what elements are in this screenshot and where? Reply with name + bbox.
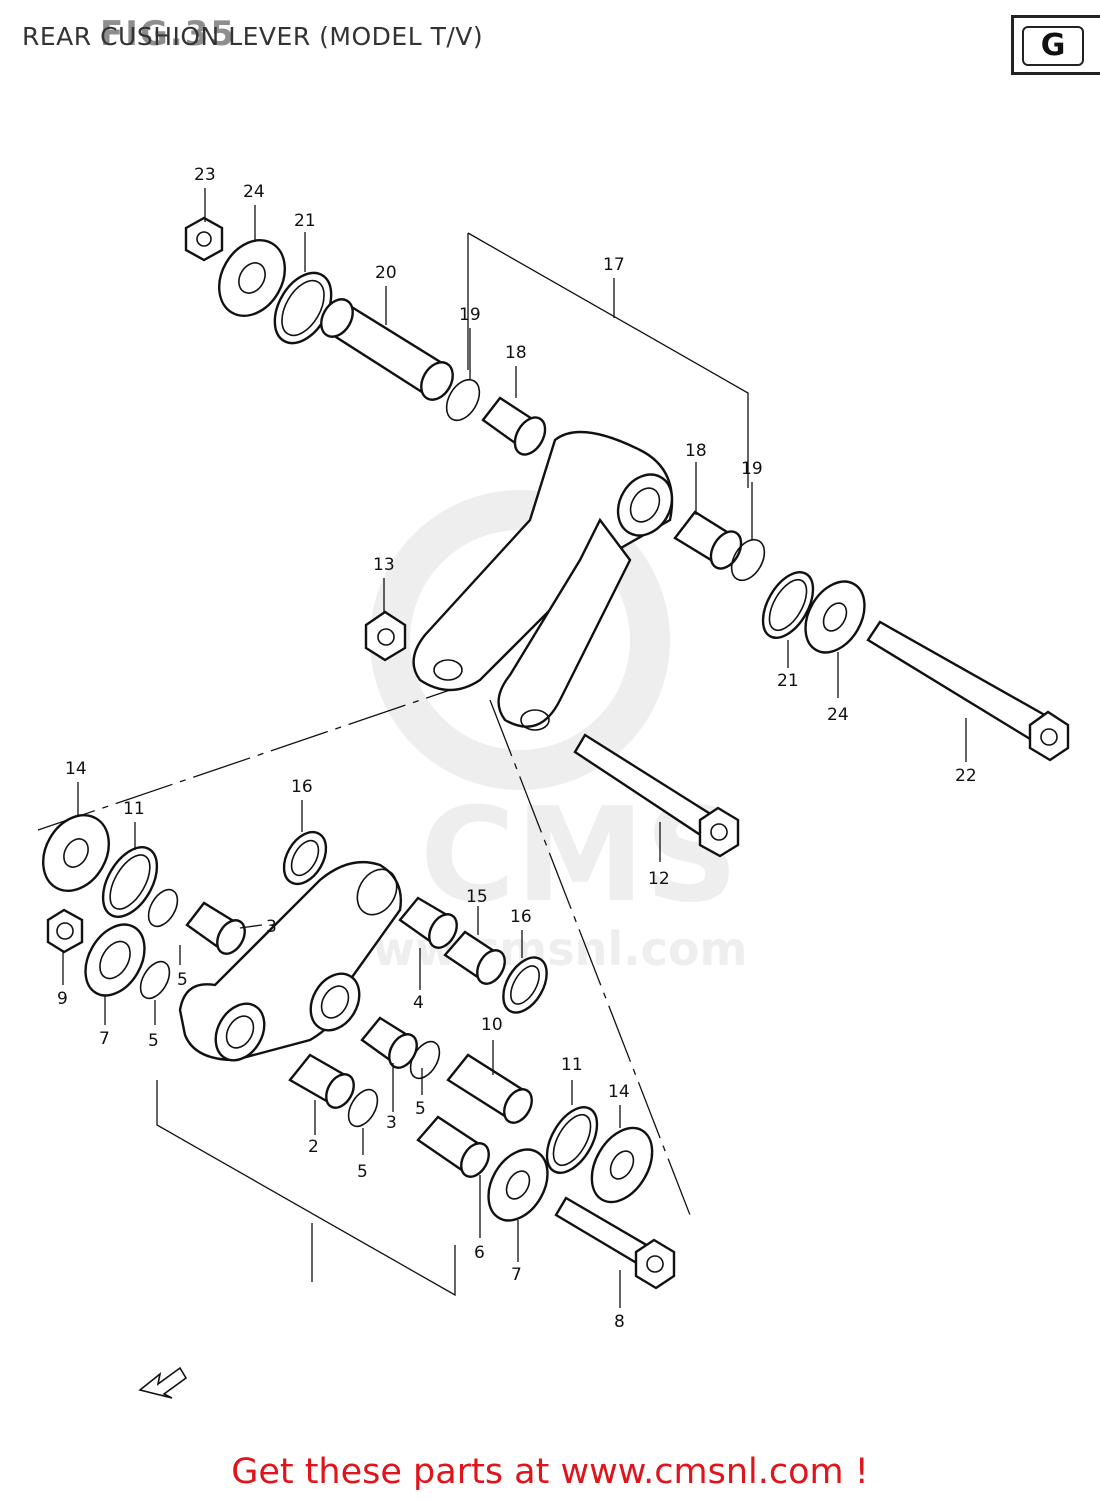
part-label: 23 [194, 165, 216, 185]
part-8-bolt [554, 1196, 676, 1290]
cushion-rod-lower [178, 861, 402, 1062]
part-2-spacer [288, 1053, 355, 1109]
part-label: 14 [65, 759, 87, 779]
part-7-washer-right [487, 1148, 549, 1222]
part-label: 20 [375, 263, 397, 283]
part-13-nut [364, 610, 407, 662]
part-labels: 23 24 21 20 17 19 18 18 19 13 21 24 22 1… [57, 165, 977, 1332]
part-label: 4 [413, 993, 424, 1013]
part-16-ring-right [502, 956, 548, 1014]
part-label: 14 [608, 1082, 630, 1102]
part-label: 3 [386, 1113, 397, 1133]
part-7-washer-left [84, 923, 146, 997]
part-label: 18 [685, 441, 707, 461]
assembly-bracket-lower [156, 1080, 456, 1297]
assembly-bracket-17 [467, 232, 749, 488]
part-5-ring-d [347, 1088, 379, 1128]
part-label: 24 [827, 705, 849, 725]
group-badge: G [1011, 15, 1100, 75]
part-label: 5 [415, 1099, 426, 1119]
part-label: 21 [777, 671, 799, 691]
footer-cta-link[interactable]: Get these parts at www.cmsnl.com ! [231, 1452, 869, 1492]
part-label: 24 [243, 182, 265, 202]
part-label: 3 [266, 917, 277, 937]
part-label: 8 [614, 1312, 625, 1332]
part-5-ring-a [147, 888, 179, 928]
part-4-bearing [398, 896, 458, 949]
cushion-lever-upper [412, 430, 674, 731]
part-16-ring-top [282, 830, 328, 886]
group-letter: G [1022, 26, 1084, 66]
part-20-spacer [320, 298, 454, 401]
part-label: 12 [648, 869, 670, 889]
page-title: REAR CUSHION LEVER (MODEL T/V) [22, 22, 484, 51]
part-5-ring-c [409, 1040, 441, 1080]
part-22-bolt [866, 620, 1070, 762]
part-14-washer-left [42, 814, 110, 892]
part-label: 11 [123, 799, 145, 819]
part-14-washer-right [590, 1126, 654, 1204]
part-label: 10 [481, 1015, 503, 1035]
part-label: 21 [294, 211, 316, 231]
part-label: 6 [474, 1243, 485, 1263]
part-12-bolt [573, 733, 740, 858]
leader-lines [62, 188, 967, 1308]
part-label: 22 [955, 766, 977, 786]
part-3-bearing-b [360, 1016, 418, 1069]
part-label: 7 [511, 1265, 522, 1285]
part-10-spacer [446, 1053, 533, 1124]
part-19-ring-right [730, 538, 766, 582]
guide-lines [37, 689, 691, 1216]
part-24-washer-right [804, 580, 866, 654]
part-3-bearing-a [185, 901, 246, 955]
figure-stamp: FIG.35 [100, 14, 237, 54]
part-label: 16 [291, 777, 313, 797]
part-label: 18 [505, 343, 527, 363]
part-19-ring-left [445, 378, 481, 422]
part-9-nut [46, 908, 84, 954]
part-21-seal-right [761, 571, 815, 639]
part-label: 11 [561, 1055, 583, 1075]
part-label: 15 [466, 887, 488, 907]
part-18-bearing-right [673, 510, 743, 570]
part-label: 7 [99, 1029, 110, 1049]
part-11-seal-left [101, 846, 159, 918]
part-label: 19 [741, 459, 763, 479]
part-label: 16 [510, 907, 532, 927]
part-11-seal-right [545, 1106, 599, 1174]
part-24-washer [218, 239, 286, 317]
part-15-spacer [443, 930, 506, 985]
part-label: 17 [603, 255, 625, 275]
part-label: 2 [308, 1137, 319, 1157]
part-label: 19 [459, 305, 481, 325]
part-label: 5 [148, 1031, 159, 1051]
part-5-ring-b [139, 960, 171, 1000]
part-label: 9 [57, 989, 68, 1009]
part-label: 5 [357, 1162, 368, 1182]
part-23-nut [184, 216, 224, 262]
part-18-bearing-left [481, 396, 547, 456]
front-direction-arrow-icon [138, 1366, 188, 1399]
part-label: 13 [373, 555, 395, 575]
part-21-seal [273, 271, 333, 345]
watermark: CMS www.cmsnl.com [330, 490, 747, 976]
part-label: 5 [177, 970, 188, 990]
part-6-spacer [416, 1115, 490, 1178]
